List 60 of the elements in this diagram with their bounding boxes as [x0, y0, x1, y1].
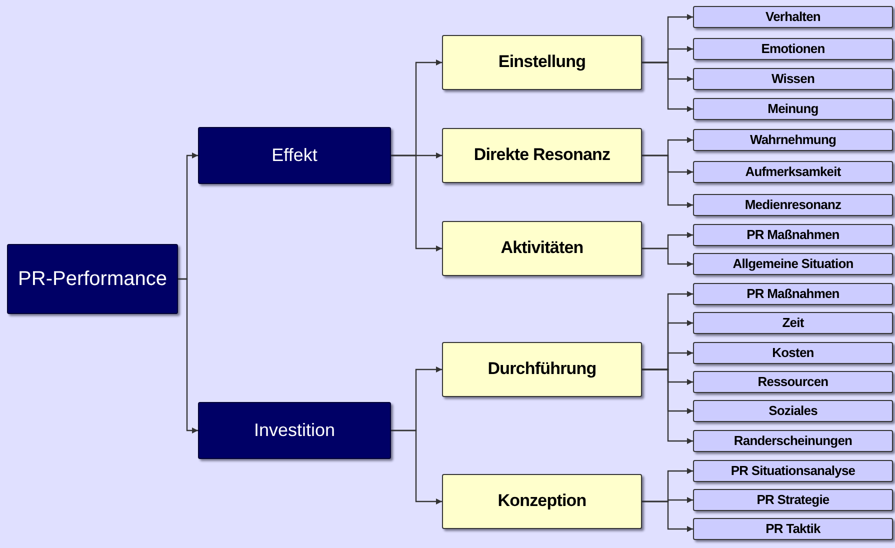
node-label: Meinung [768, 101, 818, 117]
node-label: Ressourcen [758, 374, 828, 390]
category-box [198, 127, 391, 184]
node-label: PR Strategie [756, 492, 830, 508]
item-box [693, 68, 893, 90]
connector-arrow [642, 62, 693, 112]
item-box [693, 98, 893, 120]
node-label: Durchführung [488, 359, 596, 380]
item-box [693, 460, 893, 482]
item-box [693, 518, 893, 540]
node-label: Kosten [772, 345, 814, 361]
node-label: Investition [254, 420, 336, 442]
connector-arrow [391, 154, 442, 252]
node-label: PR Situationsanalyse [730, 463, 856, 479]
node-label: Direkte Resonanz [474, 145, 610, 166]
item-box [693, 6, 893, 28]
item-box [693, 489, 893, 511]
node-label: Soziales [768, 403, 818, 419]
topic-box [442, 128, 642, 183]
connector-arrow [642, 500, 693, 532]
category-box [198, 402, 391, 459]
item-box [693, 312, 893, 334]
connector-arrow [642, 248, 693, 267]
item-box [693, 430, 893, 452]
topic-box [442, 342, 642, 397]
item-box [693, 224, 893, 246]
node-label: Effekt [272, 144, 318, 166]
node-label: Aktivitäten [500, 238, 584, 259]
node-label: Konzeption [498, 491, 586, 512]
item-box [693, 283, 893, 305]
item-box [693, 38, 893, 60]
node-label: PR Maßnahmen [746, 286, 840, 302]
node-label: Verhalten [766, 9, 820, 25]
topic-box [442, 474, 642, 529]
item-box [693, 342, 893, 364]
item-box [693, 194, 893, 216]
item-box [693, 400, 893, 422]
node-label: PR Taktik [766, 521, 820, 537]
item-box [693, 129, 893, 151]
node-label: Zeit [782, 315, 804, 331]
connector-arrow [642, 368, 693, 444]
node-label: Wissen [772, 71, 814, 87]
item-box [693, 161, 893, 183]
node-label: Einstellung [498, 52, 586, 73]
topic-box [442, 35, 642, 90]
item-box [693, 371, 893, 393]
connector-arrow [642, 154, 693, 208]
node-label: Aufmerksamkeit [745, 164, 841, 180]
node-label: PR-Performance [18, 267, 167, 291]
node-label: Allgemeine Situation [732, 256, 854, 272]
node-label: Medienresonanz [744, 197, 842, 213]
item-box [693, 253, 893, 275]
node-label: Emotionen [761, 41, 825, 57]
root-box [7, 244, 178, 314]
connector-arrow [178, 278, 198, 434]
connector-arrow [391, 430, 442, 504]
topic-box [442, 221, 642, 276]
node-label: Randerscheinungen [734, 433, 852, 449]
node-label: PR Maßnahmen [746, 227, 840, 243]
node-label: Wahrnehmung [750, 132, 836, 148]
